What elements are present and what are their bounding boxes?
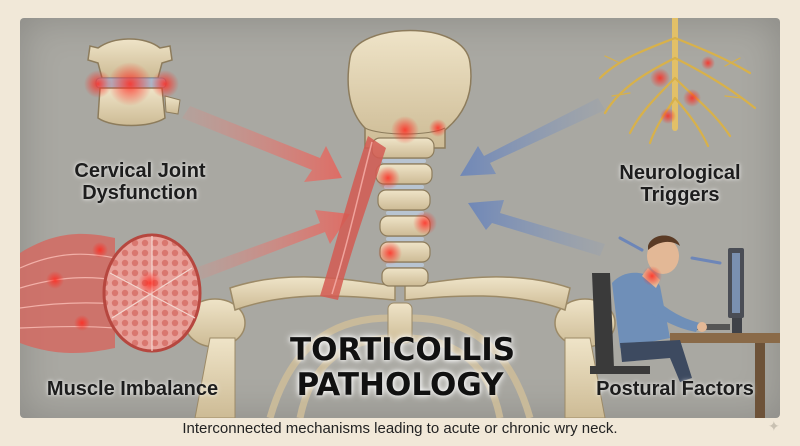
- postural-factors-label: Postural Factors: [596, 378, 754, 400]
- caption: Interconnected mechanisms leading to acu…: [182, 420, 618, 437]
- skeleton-icon: [184, 29, 616, 418]
- main-title: TORTICOLLIS PATHOLOGY: [290, 332, 516, 403]
- cervical-label-line2: Dysfunction: [82, 182, 198, 204]
- person-at-computer-icon: [590, 235, 780, 418]
- title-line1: TORTICOLLIS: [290, 332, 516, 368]
- cervical-label-line1: Cervical Joint: [74, 160, 206, 182]
- arrow-neuro: [460, 98, 605, 176]
- sparkle-icon: ✦: [768, 418, 780, 434]
- arrow-cervical: [182, 106, 342, 182]
- arrow-postural: [468, 200, 605, 256]
- neuro-label-line1: Neurological: [619, 162, 741, 184]
- title-line2: PATHOLOGY: [296, 366, 504, 403]
- illustration-canvas: [20, 18, 780, 418]
- muscle-icon: [20, 233, 202, 353]
- neuro-label-line2: Triggers: [640, 184, 720, 206]
- arrow-muscle: [195, 210, 350, 280]
- vertebra-icon: [84, 38, 181, 127]
- nerve-icon: [598, 18, 757, 148]
- cervical-joint-dysfunction-label: Cervical Joint Dysfunction: [55, 160, 225, 204]
- illustration-panel: [20, 18, 780, 418]
- neurological-triggers-label: Neurological Triggers: [600, 162, 760, 206]
- muscle-imbalance-label: Muscle Imbalance: [46, 378, 219, 400]
